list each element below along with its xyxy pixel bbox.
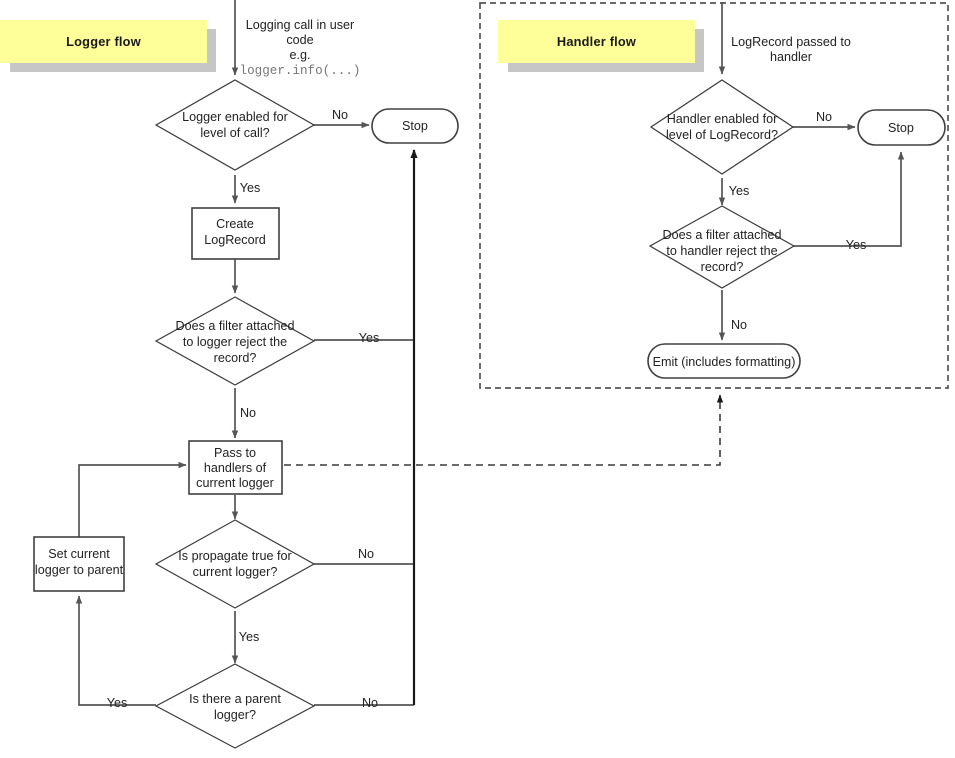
edge-label-propagate-no: No bbox=[358, 547, 374, 561]
node-logger-filter-line1: Does a filter attached bbox=[175, 319, 294, 333]
logger-entry-caption-line3: e.g. bbox=[289, 48, 310, 62]
edge-label-logger-filter-yes: Yes bbox=[359, 331, 380, 345]
edge-label-handler-filter-no: No bbox=[731, 318, 747, 332]
node-is-propagate-true bbox=[154, 519, 316, 609]
node-emit-label: Emit (includes formatting) bbox=[653, 355, 796, 369]
node-handler-stop bbox=[857, 109, 946, 146]
logger-entry-caption-line1: Logging call in user bbox=[246, 18, 355, 32]
logger-flow-banner-fill: Logger flow bbox=[0, 20, 207, 63]
node-handler-enabled-for-level bbox=[649, 79, 795, 175]
node-logger-filter-line2: to logger reject the bbox=[183, 335, 287, 349]
edge-label-logger-filter-no: No bbox=[240, 406, 256, 420]
node-logger-enabled-for-level bbox=[154, 79, 316, 171]
node-handler-stop-label: Stop bbox=[888, 121, 914, 135]
logger-flow-banner: Logger flow bbox=[0, 20, 216, 72]
edge-label-handler-enabled-yes: Yes bbox=[729, 184, 750, 198]
edge-label-handler-filter-yes: Yes bbox=[846, 238, 867, 252]
logger-entry-caption-mono: logger.info(...) bbox=[240, 64, 361, 78]
edge-label-propagate-yes: Yes bbox=[239, 630, 260, 644]
node-has-parent-line1: Is there a parent bbox=[189, 692, 281, 706]
edge-set-parent-to-pass bbox=[78, 461, 187, 537]
node-is-propagate-line1: Is propagate true for bbox=[178, 549, 291, 563]
node-handler-filter-line1: Does a filter attached bbox=[662, 228, 781, 242]
handler-entry-caption-line2: handler bbox=[770, 50, 812, 64]
node-pass-to-handlers-line1: Pass to bbox=[214, 446, 256, 460]
node-pass-to-handlers bbox=[188, 440, 283, 495]
logger-entry-caption-line2: code bbox=[286, 33, 313, 47]
node-create-logrecord bbox=[191, 207, 280, 260]
node-pass-to-handlers-line2: handlers of bbox=[204, 461, 267, 475]
handler-flow-group-box bbox=[479, 2, 949, 389]
node-set-current-logger-to-parent bbox=[33, 536, 125, 592]
edge-label-has-parent-yes: Yes bbox=[107, 696, 128, 710]
logger-flow-banner-label: Logger flow bbox=[66, 34, 141, 49]
node-logger-filter-line3: record? bbox=[214, 351, 257, 365]
node-handler-filter-reject bbox=[648, 205, 796, 289]
edge-pass-to-handler-flow bbox=[284, 394, 724, 466]
handler-flow-banner-fill: Handler flow bbox=[498, 20, 695, 63]
edge-label-has-parent-no: No bbox=[362, 696, 378, 710]
node-set-parent-line1: Set current bbox=[48, 547, 110, 561]
handler-flow-banner: Handler flow bbox=[498, 20, 704, 72]
edge-has-parent-yes-to-set-parent bbox=[75, 595, 156, 706]
node-create-logrecord-line2: LogRecord bbox=[204, 233, 266, 247]
node-is-there-parent-logger bbox=[154, 663, 316, 749]
node-logger-enabled-line2: level of call? bbox=[200, 126, 269, 140]
edge-label-logger-enabled-yes: Yes bbox=[240, 181, 261, 195]
node-handler-enabled-line2: level of LogRecord? bbox=[666, 128, 778, 142]
node-set-parent-line2: logger to parent bbox=[35, 563, 124, 577]
node-logger-stop bbox=[371, 108, 459, 144]
handler-flow-banner-label: Handler flow bbox=[556, 34, 637, 49]
node-emit-includes-formatting bbox=[647, 343, 801, 379]
node-logger-stop-label: Stop bbox=[402, 119, 428, 133]
node-handler-enabled-line1: Handler enabled for bbox=[667, 112, 778, 126]
edge-handler-filter-yes-to-stop bbox=[794, 151, 905, 247]
node-handler-filter-line2: to handler reject the bbox=[666, 244, 777, 258]
edge-label-logger-enabled-no: No bbox=[332, 108, 348, 122]
node-logger-filter-reject bbox=[154, 296, 316, 386]
node-has-parent-line2: logger? bbox=[214, 708, 256, 722]
node-is-propagate-line2: current logger? bbox=[193, 565, 278, 579]
handler-entry-caption-line1: LogRecord passed to bbox=[731, 35, 851, 49]
node-handler-filter-line3: record? bbox=[701, 260, 744, 274]
node-logger-enabled-line1: Logger enabled for bbox=[182, 110, 288, 124]
node-pass-to-handlers-line3: current logger bbox=[196, 476, 274, 490]
edge-label-handler-enabled-no: No bbox=[816, 110, 832, 124]
node-create-logrecord-line1: Create bbox=[216, 217, 254, 231]
